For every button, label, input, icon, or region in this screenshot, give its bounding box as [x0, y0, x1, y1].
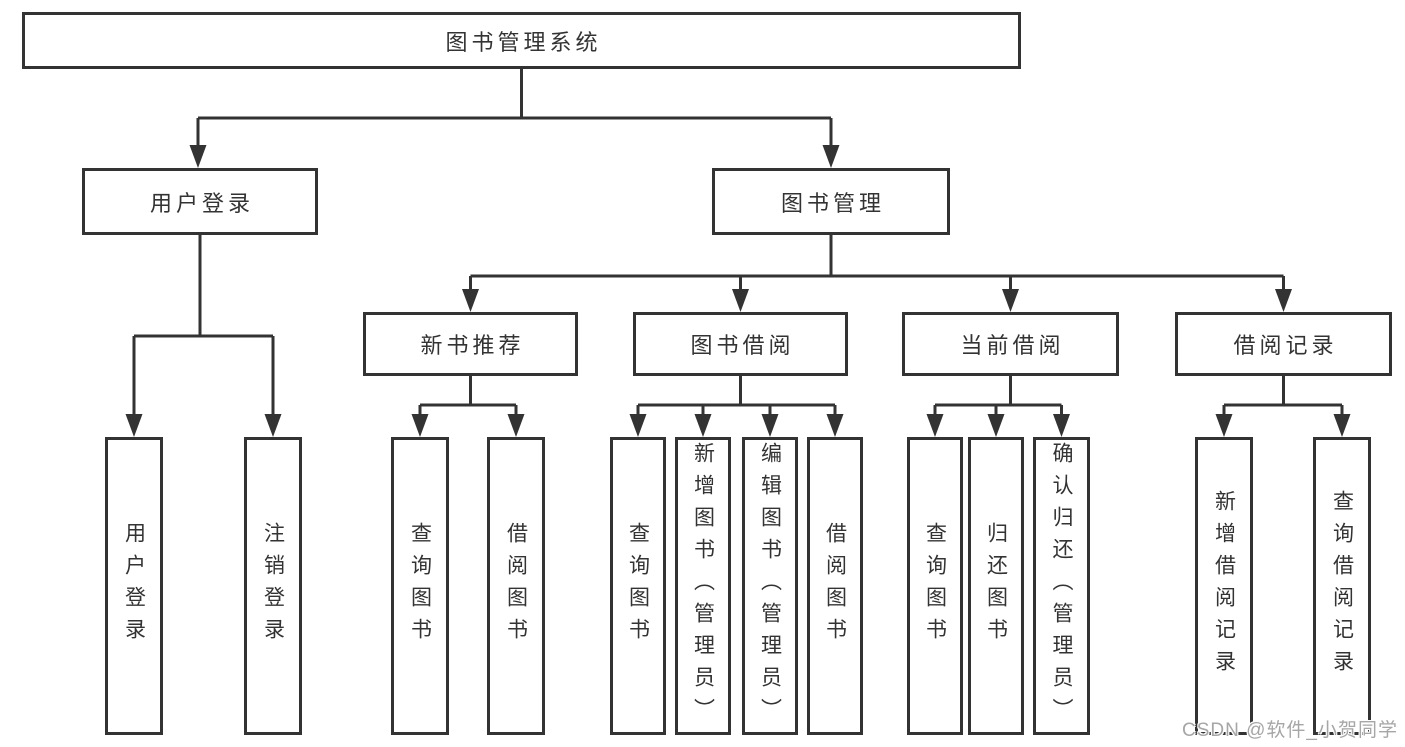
leaf-bb-query-books-label: 查询图书 — [626, 522, 650, 650]
node-new-book-recommendation: 新书推荐 — [363, 312, 578, 376]
leaf-nbr-query-books: 查询图书 — [391, 437, 449, 735]
leaf-br-add-record: 新增借阅记录 — [1195, 437, 1253, 735]
leaf-bb-borrow-books-label: 借阅图书 — [823, 522, 847, 650]
node-user-login: 用户登录 — [82, 168, 318, 235]
node-current-borrowing: 当前借阅 — [902, 312, 1119, 376]
leaf-br-query-record: 查询借阅记录 — [1313, 437, 1371, 735]
leaf-user-login-label: 用户登录 — [122, 522, 146, 650]
node-root-label: 图书管理系统 — [445, 29, 602, 55]
node-borrowing-records: 借阅记录 — [1175, 312, 1392, 376]
leaf-nbr-query-books-label: 查询图书 — [408, 522, 432, 650]
node-current-borrowing-label: 当前借阅 — [960, 333, 1065, 358]
leaf-bb-borrow-books: 借阅图书 — [807, 437, 863, 735]
leaf-cb-return-books: 归还图书 — [968, 437, 1024, 735]
leaf-br-add-record-label: 新增借阅记录 — [1212, 490, 1236, 682]
leaf-cb-confirm-return-admin-label: 确认归还（管理员） — [1050, 442, 1073, 730]
node-user-login-label: 用户登录 — [149, 190, 254, 216]
leaf-user-login: 用户登录 — [105, 437, 163, 735]
leaf-cb-confirm-return-admin: 确认归还（管理员） — [1033, 437, 1090, 735]
leaf-nbr-borrow-books: 借阅图书 — [487, 437, 545, 735]
node-book-borrowing-label: 图书借阅 — [690, 333, 795, 358]
node-book-management: 图书管理 — [712, 168, 950, 235]
leaf-cb-query-books-label: 查询图书 — [923, 522, 947, 650]
node-book-management-label: 图书管理 — [780, 190, 885, 216]
leaf-bb-query-books: 查询图书 — [610, 437, 666, 735]
leaf-logout-label: 注销登录 — [261, 522, 285, 650]
leaf-bb-edit-books-admin: 编辑图书（管理员） — [742, 437, 798, 735]
leaf-nbr-borrow-books-label: 借阅图书 — [504, 522, 528, 650]
leaf-cb-query-books: 查询图书 — [907, 437, 963, 735]
csdn-watermark: CSDN @软件_小贺同学 — [1182, 720, 1398, 741]
leaf-cb-return-books-label: 归还图书 — [984, 522, 1008, 650]
leaf-logout: 注销登录 — [244, 437, 302, 735]
leaf-bb-add-books-admin-label: 新增图书（管理员） — [691, 442, 715, 730]
node-borrowing-records-label: 借阅记录 — [1233, 333, 1338, 358]
node-new-book-recommendation-label: 新书推荐 — [420, 333, 525, 358]
node-root: 图书管理系统 — [22, 12, 1021, 69]
leaf-bb-edit-books-admin-label: 编辑图书（管理员） — [758, 442, 782, 730]
leaf-br-query-record-label: 查询借阅记录 — [1330, 490, 1354, 682]
node-book-borrowing: 图书借阅 — [633, 312, 848, 376]
leaf-bb-add-books-admin: 新增图书（管理员） — [675, 437, 731, 735]
